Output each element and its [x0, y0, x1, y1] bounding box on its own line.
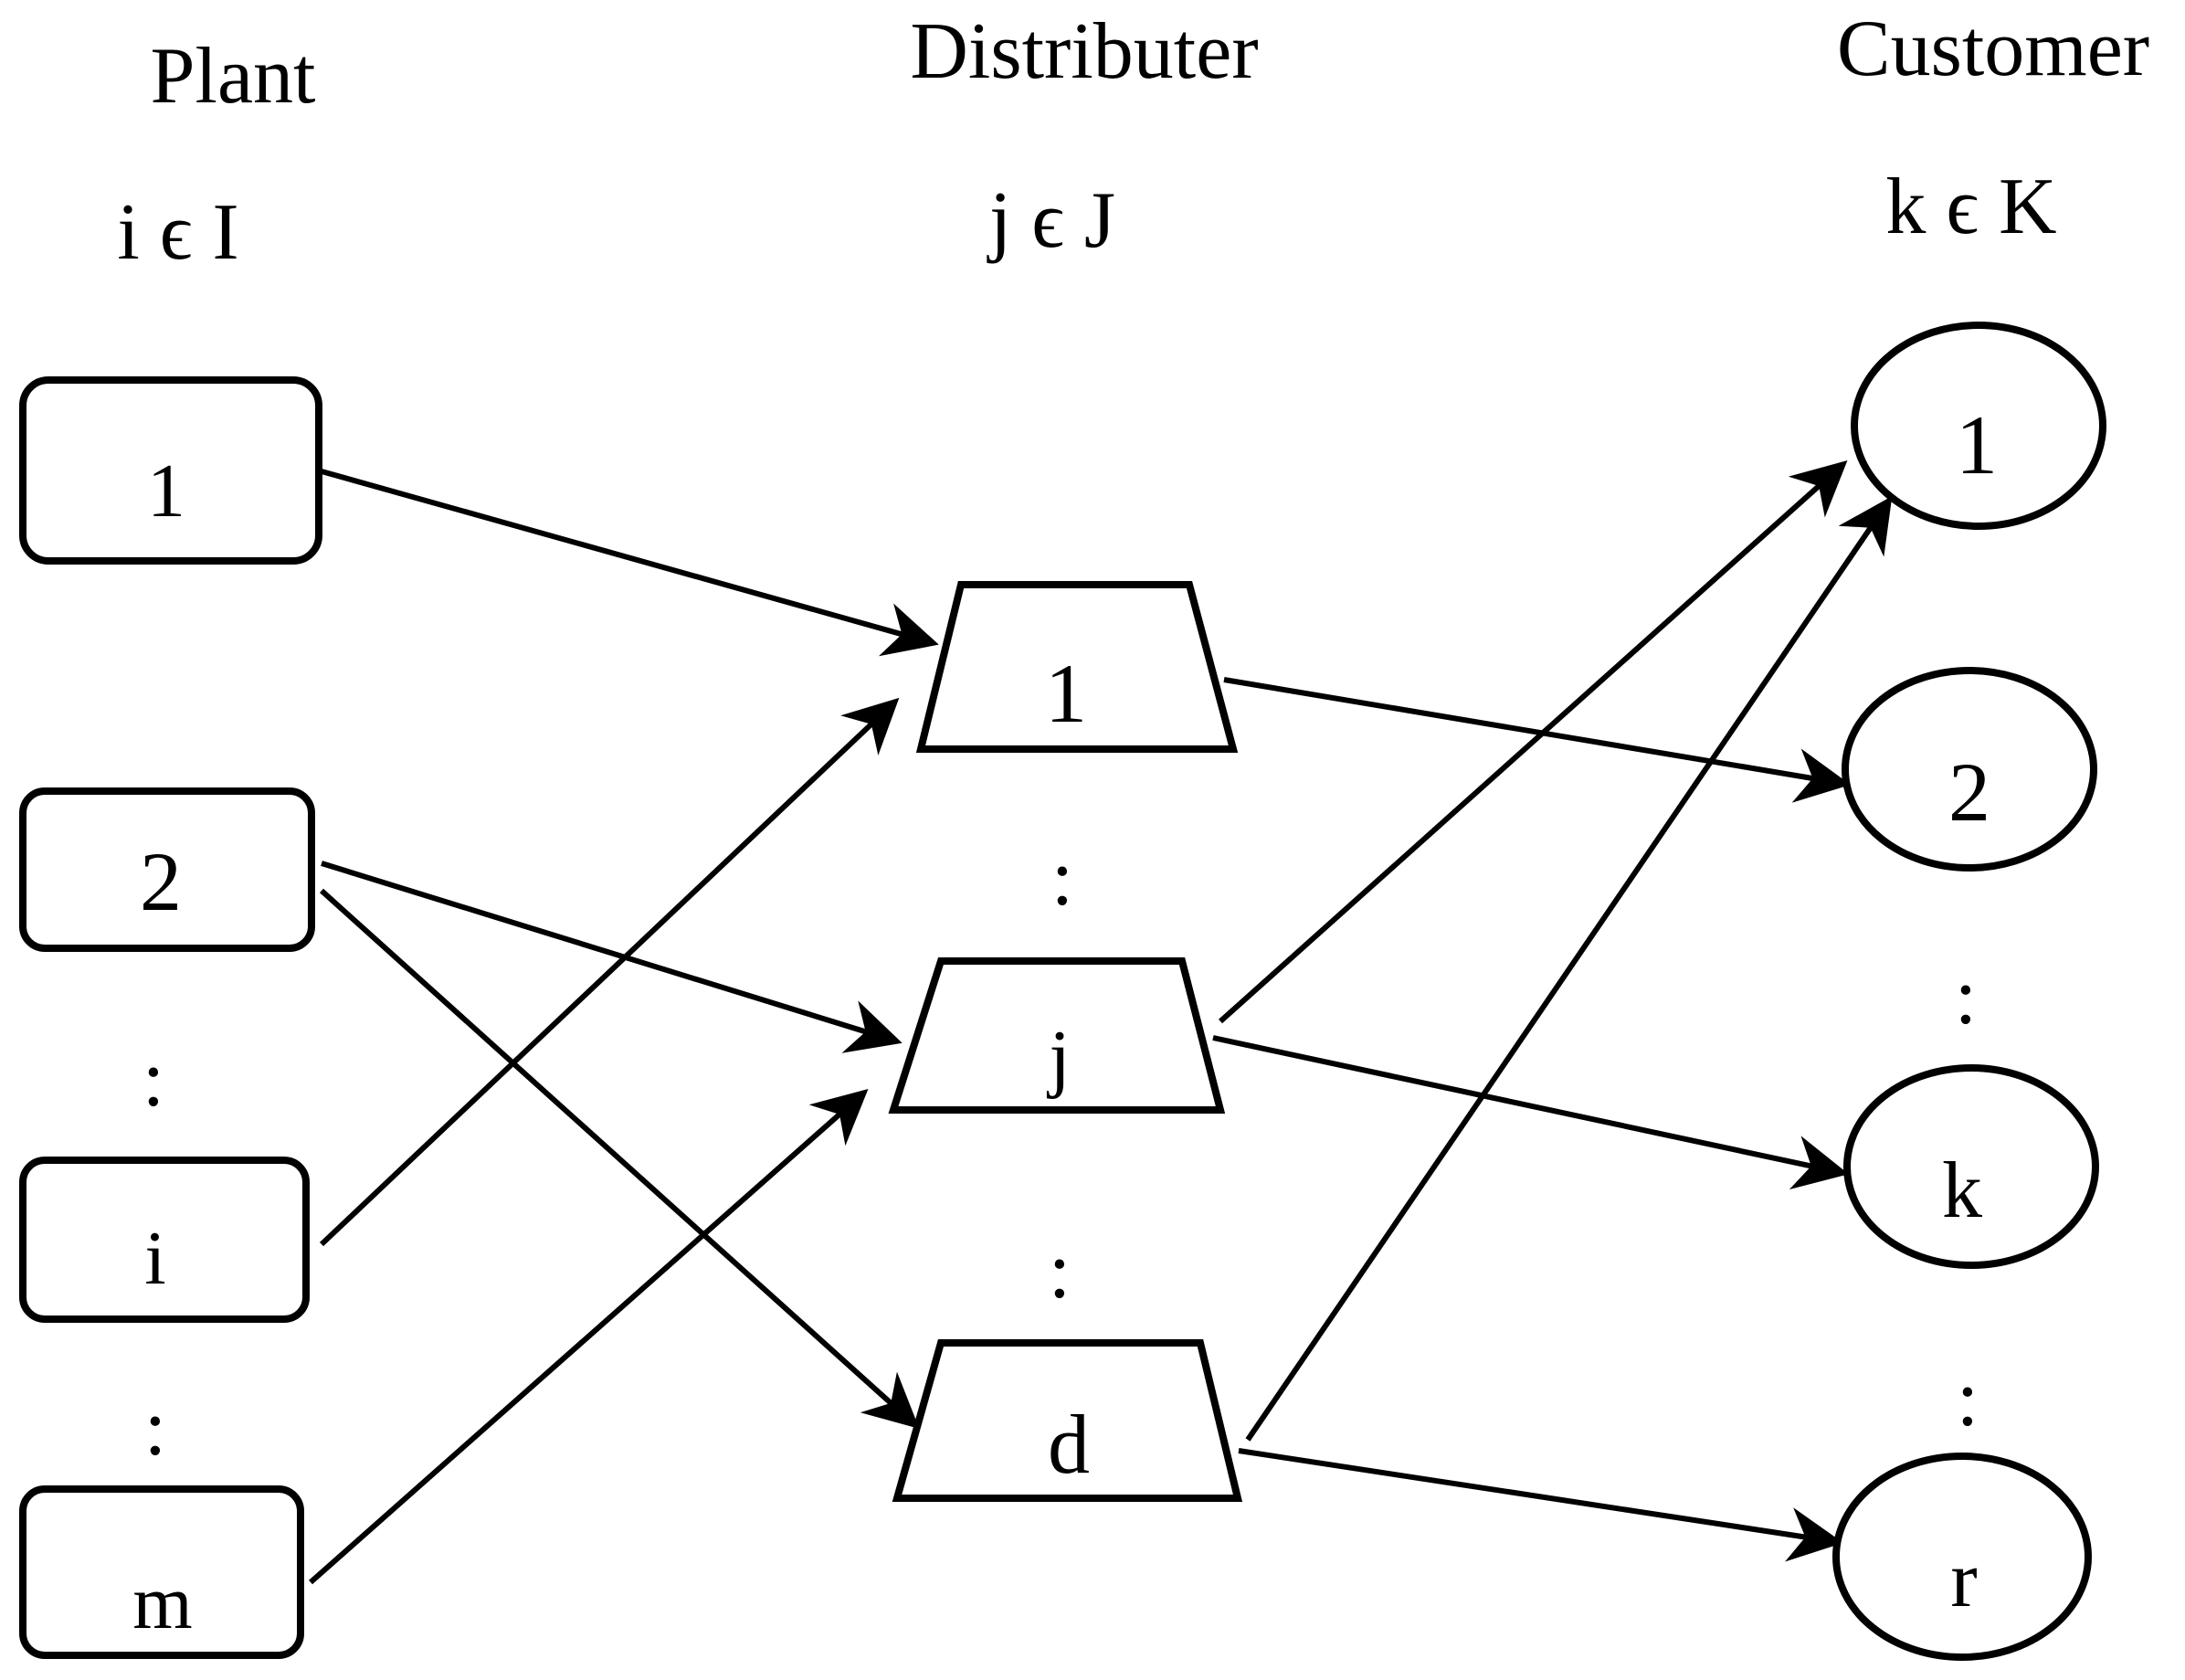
- distributer-index-label: j ϵ J: [987, 176, 1115, 265]
- customer-ellipsis: :: [1957, 1355, 1979, 1443]
- distributer-node-label: d: [1048, 1398, 1090, 1491]
- plant-ellipsis: :: [142, 1035, 164, 1124]
- distributer-ellipsis: :: [1051, 834, 1073, 923]
- distributer-node-label: 1: [1045, 647, 1087, 740]
- plant-node-label: 1: [147, 449, 185, 534]
- customer-index-label: k ϵ K: [1885, 163, 2056, 251]
- customer-node-label: r: [1950, 1536, 1977, 1624]
- distributer-node-j: j: [888, 957, 1226, 1114]
- edge-plant-2-to-distributer-d: [319, 888, 920, 1430]
- plant-node-label: m: [132, 1560, 192, 1645]
- customer-node-r: r: [1832, 1453, 2092, 1661]
- customer-node-1: 1: [1851, 322, 2106, 530]
- customer-node-label: 1: [1956, 398, 1998, 491]
- edge-distributer-j-to-customer-k: [1212, 1035, 1849, 1190]
- edge-distributer-d-to-customer-1: [1245, 496, 1893, 1442]
- plant-node-label: 2: [140, 835, 182, 928]
- customer-node-label: 2: [1948, 745, 1990, 839]
- plant-node-label: i: [144, 1216, 165, 1301]
- customer-node-k: k: [1843, 1064, 2099, 1269]
- plant-node-m: m: [19, 1485, 304, 1659]
- customer-node-2: 2: [1842, 667, 2097, 872]
- edge-plant-i-to-distributer-1: [319, 697, 900, 1247]
- plant-node-2: 2: [19, 787, 315, 952]
- edges-group: [309, 460, 1893, 1585]
- plant-index-label: i ϵ I: [117, 188, 238, 277]
- plant-node-i: i: [19, 1157, 310, 1323]
- edge-distributer-j-to-customer-1: [1218, 460, 1848, 1024]
- plant-column-title: Plant: [151, 32, 316, 121]
- edge-distributer-d-to-customer-r: [1238, 1448, 1843, 1562]
- plant-ellipsis: :: [144, 1384, 166, 1473]
- customer-column-title: Customer: [1837, 5, 2149, 93]
- edge-plant-2-to-distributer-j: [321, 861, 902, 1053]
- customer-node-label: k: [1942, 1146, 1982, 1235]
- plant-node-1: 1: [19, 376, 322, 565]
- distributer-node-d: d: [892, 1339, 1243, 1502]
- customer-ellipsis: :: [1955, 953, 1977, 1041]
- distributer-column-title: Distributer: [910, 7, 1258, 96]
- edge-plant-1-to-distributer-1: [321, 469, 939, 657]
- distributer-node-1: 1: [915, 581, 1239, 753]
- edge-distributer-1-to-customer-2: [1223, 677, 1851, 803]
- distributer-ellipsis: :: [1049, 1227, 1071, 1315]
- edge-plant-m-to-distributer-j: [309, 1089, 869, 1585]
- distributer-node-label: j: [1046, 1015, 1070, 1100]
